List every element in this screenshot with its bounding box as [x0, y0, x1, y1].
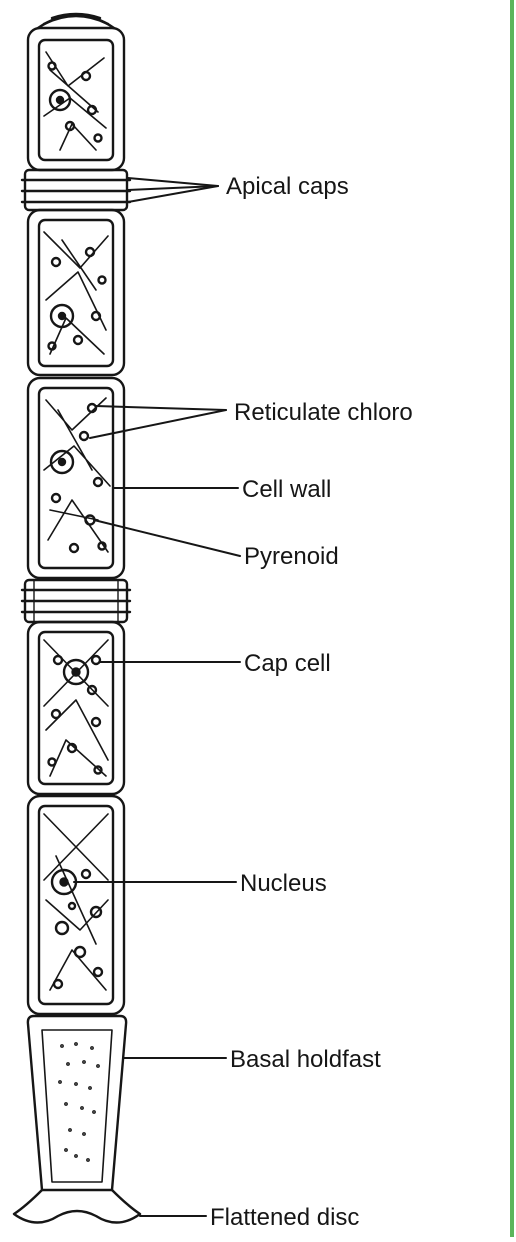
flattened-disc [14, 1190, 140, 1223]
cell-top [28, 28, 124, 170]
label-reticulate-chloroplast: Reticulate chloro [234, 399, 413, 426]
apical-caps-band-upper [22, 170, 130, 210]
apical-caps-band-lower [22, 580, 130, 622]
label-flattened-disc: Flattened disc [210, 1204, 359, 1231]
leader-reticulate-chloroplast [90, 406, 226, 438]
filament [14, 14, 140, 1223]
cell-cap-cell [28, 622, 124, 794]
labels: Apical caps Reticulate chloro Cell wall … [210, 173, 413, 1231]
cell-second [28, 210, 124, 375]
apex-dome [38, 14, 114, 28]
label-cap-cell: Cap cell [244, 650, 331, 677]
leader-pyrenoid [94, 520, 240, 556]
leader-apical-caps [128, 178, 218, 202]
label-cell-wall: Cell wall [242, 476, 331, 503]
cell-nucleus [28, 796, 124, 1014]
label-nucleus: Nucleus [240, 870, 327, 897]
cell-third [28, 378, 124, 578]
label-pyrenoid: Pyrenoid [244, 543, 339, 570]
label-apical-caps: Apical caps [226, 173, 349, 200]
label-basal-holdfast: Basal holdfast [230, 1046, 381, 1073]
basal-holdfast [28, 1016, 126, 1190]
